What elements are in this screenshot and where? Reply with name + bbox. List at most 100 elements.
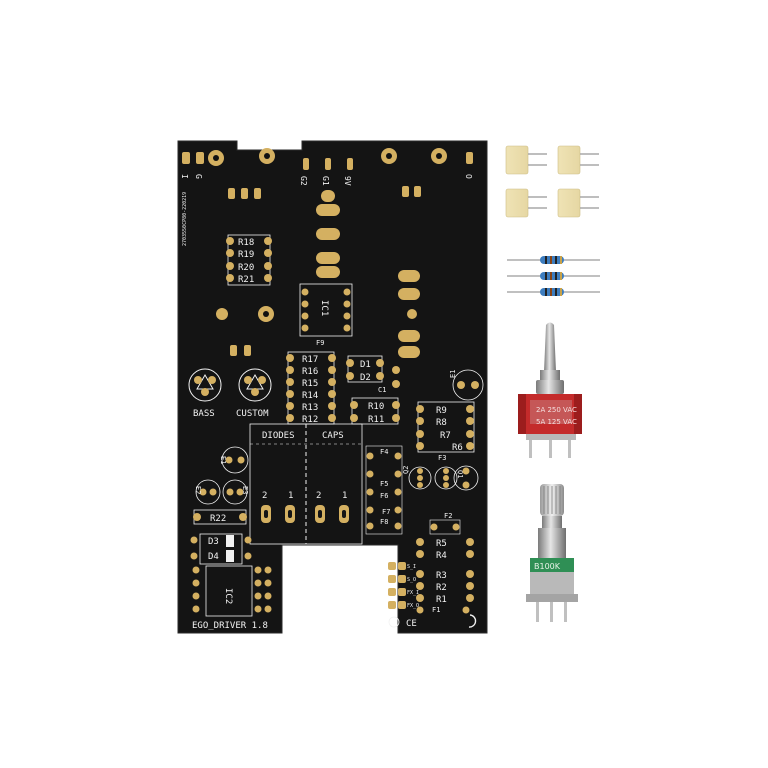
label-g1: G1 <box>321 176 330 186</box>
f8-label: F8 <box>380 518 388 526</box>
caps-label: CAPS <box>322 431 344 441</box>
r20-label: R20 <box>238 263 254 273</box>
header-label-so: S_O <box>407 577 416 583</box>
r12-label: R12 <box>302 415 318 425</box>
r8-label: R8 <box>436 418 447 428</box>
d3-label: D3 <box>208 537 219 547</box>
switch-rating-bottom: 5A 125 VAC <box>536 418 577 426</box>
transistors: Q2 Q1 <box>402 466 479 491</box>
switch-rating-top: 2A 250 VAC <box>536 406 577 414</box>
ic1: IC1 F9 <box>299 283 353 347</box>
resistor-r22: R22 <box>193 509 247 525</box>
r3-label: R3 <box>436 571 447 581</box>
d1-label: D1 <box>360 360 371 370</box>
pcb: I G G2 G1 9V O 2703550CP80-220219 <box>177 140 488 634</box>
custom-label: CUSTOM <box>236 409 269 419</box>
bass-label: BASS <box>193 409 215 419</box>
r2-label: R2 <box>436 583 447 593</box>
socket-area: DIODES CAPS 2 1 2 1 <box>249 423 363 545</box>
upper-pads <box>216 186 421 358</box>
r9-label: R9 <box>436 406 447 416</box>
f2-label: F2 <box>444 512 452 520</box>
r15-label: R15 <box>302 379 318 389</box>
r6-label: R6 <box>452 443 463 453</box>
pin-label-2: 1 <box>288 491 293 501</box>
pin-label-1: 2 <box>262 491 267 501</box>
r16-label: R16 <box>302 367 318 377</box>
header-label-si: S_I <box>407 564 416 570</box>
r18-label: R18 <box>238 238 254 248</box>
ic2-label: IC2 <box>223 588 233 604</box>
resistor <box>507 256 600 264</box>
label-in: I <box>180 174 189 179</box>
serial-number: 2703550CP80-220219 <box>182 192 188 246</box>
pin-label-4: 1 <box>342 491 347 501</box>
header-label-fxi: FX_I <box>407 590 419 596</box>
label-g: G <box>194 174 203 179</box>
q2-label: Q2 <box>402 466 410 474</box>
io-header: S_I S_O FX_I FX_O CE <box>388 562 477 629</box>
film-cap <box>557 145 599 175</box>
pot-bass: BASS <box>188 368 222 419</box>
film-cap <box>505 188 547 218</box>
pin-label-3: 2 <box>316 491 321 501</box>
label-out: O <box>464 174 473 179</box>
r21-label: R21 <box>238 275 254 285</box>
film-cap <box>505 145 547 175</box>
r22-label: R22 <box>210 514 226 524</box>
r17-label: R17 <box>302 355 318 365</box>
r11-label: R11 <box>368 415 384 425</box>
film-cap-f2: F2 <box>429 512 461 535</box>
e3-label: E3 <box>241 486 249 494</box>
header-label-fxo: FX_O <box>407 603 419 609</box>
diodes-label: DIODES <box>262 431 295 441</box>
f1-label: F1 <box>432 606 440 614</box>
pot-custom: CUSTOM <box>236 368 272 419</box>
resistors-right: R9 R8 R7 R6 F3 <box>416 401 475 462</box>
f5-label: F5 <box>380 480 388 488</box>
r1-label: R1 <box>436 595 447 605</box>
diodes-bottom: D3 D4 <box>190 533 252 565</box>
f4-label: F4 <box>380 448 388 456</box>
pot-marking: B100K <box>534 562 561 571</box>
r13-label: R13 <box>302 403 318 413</box>
e1-right-label: E1 <box>449 370 457 378</box>
e1-left-label: E1 <box>219 456 227 464</box>
ic1-label: IC1 <box>319 300 329 316</box>
r10-label: R10 <box>368 402 384 412</box>
label-g2: G2 <box>299 176 308 186</box>
lower-left-caps: E1 E2 E3 <box>194 446 249 505</box>
c1-label: C1 <box>378 386 386 394</box>
f6-label: F6 <box>380 492 388 500</box>
film-label-f9: F9 <box>316 339 324 347</box>
film-cap <box>557 188 599 218</box>
resistors-left: R18 R19 R20 R21 <box>226 234 272 286</box>
r4-label: R4 <box>436 551 447 561</box>
label-9v: 9V <box>343 176 352 186</box>
r5-label: R5 <box>436 539 447 549</box>
film-capacitors <box>505 145 599 218</box>
e2-label: E2 <box>194 486 202 494</box>
resistors-mid: R10 R11 <box>350 397 400 425</box>
resistor <box>507 272 600 280</box>
r7-label: R7 <box>440 431 451 441</box>
q1-label: Q1 <box>456 470 464 478</box>
d2-label: D2 <box>360 373 371 383</box>
r19-label: R19 <box>238 250 254 260</box>
film-caps-f4-f8: F4 F5 F6 F7 F8 <box>365 445 403 535</box>
cap-e1-right: E1 <box>449 370 484 401</box>
ic2: IC2 <box>192 565 272 617</box>
d4-label: D4 <box>208 552 219 562</box>
resistor <box>507 288 600 296</box>
jack-pads <box>182 148 473 170</box>
loose-resistors <box>507 256 600 296</box>
resistors-lower-right: R5 R4 R3 R2 R1 F1 <box>416 538 474 614</box>
f7-label: F7 <box>382 508 390 516</box>
ce-mark: CE <box>406 619 417 629</box>
diodes-top: D1 D2 C1 <box>346 355 400 394</box>
toggle-switch: 2A 250 VAC 5A 125 VAC <box>518 322 582 458</box>
board-name: EGO_DRIVER 1.8 <box>192 621 268 631</box>
potentiometer: B100K <box>526 484 578 622</box>
r14-label: R14 <box>302 391 318 401</box>
